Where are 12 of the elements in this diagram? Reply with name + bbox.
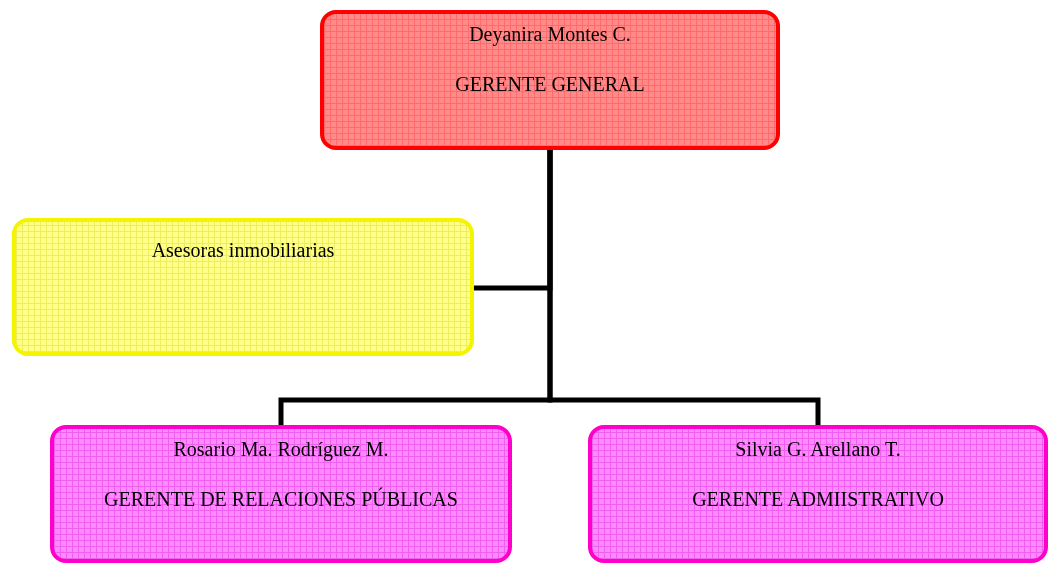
job-title: GERENTE ADMIISTRATIVO: [691, 487, 945, 511]
job-title: GERENTE GENERAL: [454, 72, 646, 96]
advisor-box: [12, 218, 474, 356]
role-text: Asesoras inmobiliarias: [150, 238, 336, 262]
job-title: GERENTE DE RELACIONES PÚBLICAS: [103, 487, 459, 511]
manager-box: [50, 425, 512, 563]
person-name: Deyanira Montes C.: [468, 22, 632, 46]
manager-box: [320, 10, 780, 150]
connector-line: [547, 150, 821, 425]
person-name: Silvia G. Arellano T.: [734, 437, 902, 461]
person-name: Rosario Ma. Rodríguez M.: [172, 437, 390, 461]
manager-box: [588, 425, 1048, 563]
